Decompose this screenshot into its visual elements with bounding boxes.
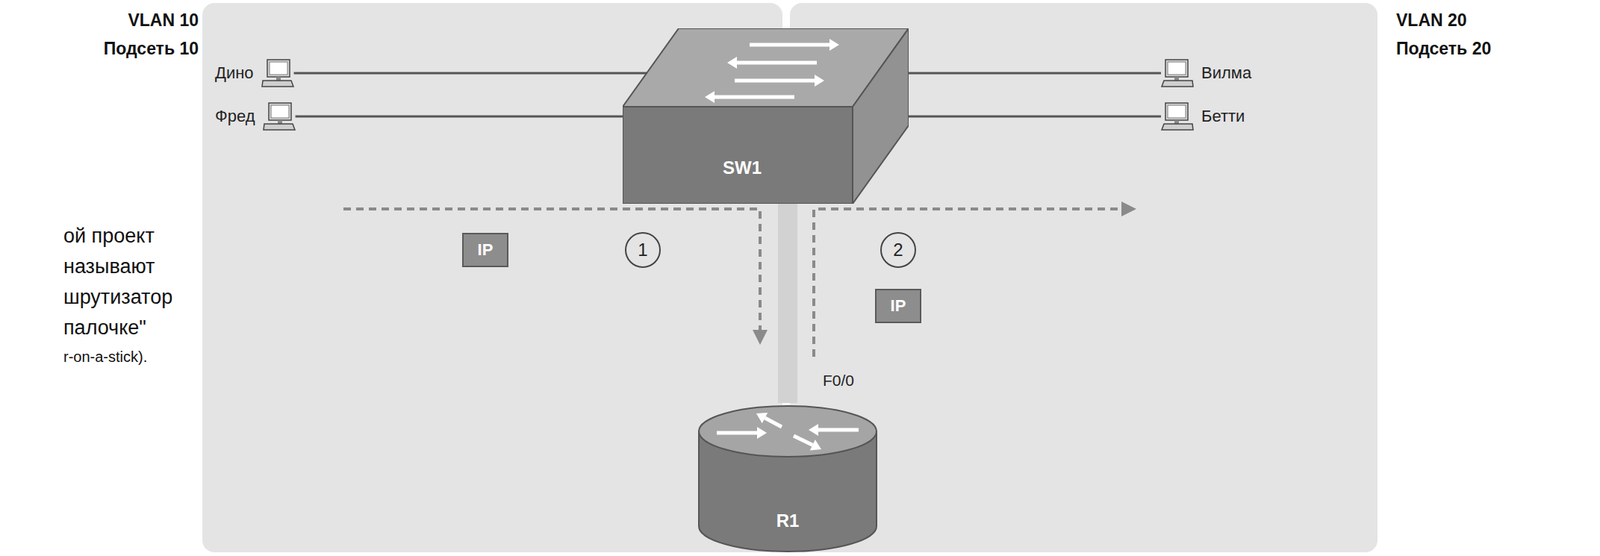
- monitor: [1165, 103, 1188, 121]
- ip-packet-holder: IP: [462, 232, 509, 268]
- pc-icon: [262, 101, 296, 132]
- flow-arrow: [793, 436, 813, 445]
- pc-node: Бетти: [1160, 101, 1245, 132]
- flow-arrow: [749, 43, 830, 48]
- pc-node: Дино: [215, 58, 295, 89]
- vlan-region: VLAN 20Подсеть 20 ВилмаБетти: [789, 2, 1537, 553]
- pc-name: Бетти: [1201, 106, 1245, 127]
- callout-number: 1: [624, 232, 661, 269]
- router-top: [698, 406, 877, 457]
- interface-name: F0/0: [821, 371, 856, 390]
- keyboard: [263, 123, 295, 130]
- screen: [269, 61, 288, 75]
- ethernet-link: [908, 72, 1161, 75]
- ethernet-link: [294, 72, 648, 75]
- callout-number: 2: [880, 232, 917, 269]
- pc-icon: [261, 58, 295, 89]
- caption-fragment: палочке": [63, 315, 147, 340]
- ethernet-link: [908, 115, 1161, 118]
- caption-fragment: ой проект: [63, 223, 155, 248]
- switch-front: [622, 106, 853, 204]
- flow-arrow-head: [757, 427, 767, 440]
- caption-fragment: шрутизатор: [63, 285, 173, 310]
- device-label: R1: [776, 510, 800, 532]
- keyboard: [1161, 123, 1194, 130]
- ethernet-link: [295, 115, 623, 118]
- device-name: SW1: [722, 157, 762, 179]
- pc-icon: [1160, 58, 1194, 89]
- flow-arrow: [716, 431, 758, 436]
- device-label: SW1: [722, 157, 762, 179]
- caption-fragment-holder: палочке": [63, 315, 147, 340]
- pc-node: Фред: [215, 101, 296, 132]
- caption-fragment-holder: ой проект: [63, 223, 155, 248]
- device-name: R1: [776, 510, 800, 532]
- switch-symbol: [622, 28, 909, 204]
- flow-arrow-head: [704, 91, 715, 104]
- flow-arrow-head: [829, 38, 840, 51]
- keyboard: [1161, 80, 1194, 87]
- ip-packet-holder: IP: [875, 288, 922, 324]
- router-node: R1: [698, 403, 878, 553]
- ip-packet: IP: [462, 232, 509, 268]
- monitor: [268, 103, 292, 121]
- caption-fragment: r-on-a-stick).: [63, 347, 148, 366]
- caption-fragment-holder: r-on-a-stick).: [63, 347, 148, 366]
- flow-arrow-head: [756, 412, 768, 424]
- ip-packet: IP: [875, 288, 922, 324]
- keyboard: [262, 80, 294, 87]
- vlan-heading: Подсеть 20: [1396, 34, 1491, 63]
- pc-name: Фред: [215, 106, 256, 127]
- screen: [1167, 105, 1186, 118]
- vlan-heading: Подсеть 10: [103, 34, 199, 63]
- flow-arrow-head: [814, 74, 825, 87]
- pc-name: Вилма: [1201, 63, 1252, 83]
- flow-arrow-head: [810, 439, 822, 451]
- caption-fragment-holder: называют: [63, 254, 156, 279]
- flow-arrow: [764, 418, 782, 428]
- vlan-area: [789, 2, 1378, 553]
- caption-fragment-holder: шрутизатор: [63, 285, 173, 310]
- screen: [271, 105, 289, 118]
- caption-fragment: называют: [63, 254, 156, 279]
- flow-arrow: [734, 79, 815, 83]
- monitor: [1165, 59, 1188, 77]
- monitor: [267, 59, 290, 77]
- switch-node: SW1: [622, 28, 909, 204]
- screen: [1167, 61, 1186, 75]
- pc-icon: [1160, 101, 1194, 132]
- flow-arrow-head: [808, 424, 819, 437]
- flow-arrow: [736, 61, 817, 65]
- flow-arrow: [818, 428, 859, 433]
- callout-number-holder: 2: [880, 232, 917, 269]
- callout-number-holder: 1: [624, 232, 661, 269]
- trunk-link: [777, 203, 798, 404]
- vlan-heading-block: VLAN 20Подсеть 20: [1396, 5, 1491, 63]
- vlan-heading: VLAN 20: [1396, 5, 1491, 35]
- vlan-heading-block: VLAN 10Подсеть 10: [103, 5, 199, 63]
- interface-name-holder: F0/0: [821, 371, 856, 390]
- vlan-heading: VLAN 10: [103, 5, 199, 35]
- pc-node: Вилма: [1160, 58, 1252, 89]
- flow-arrow: [714, 95, 795, 100]
- pc-name: Дино: [215, 63, 254, 83]
- flow-arrow-head: [727, 56, 737, 69]
